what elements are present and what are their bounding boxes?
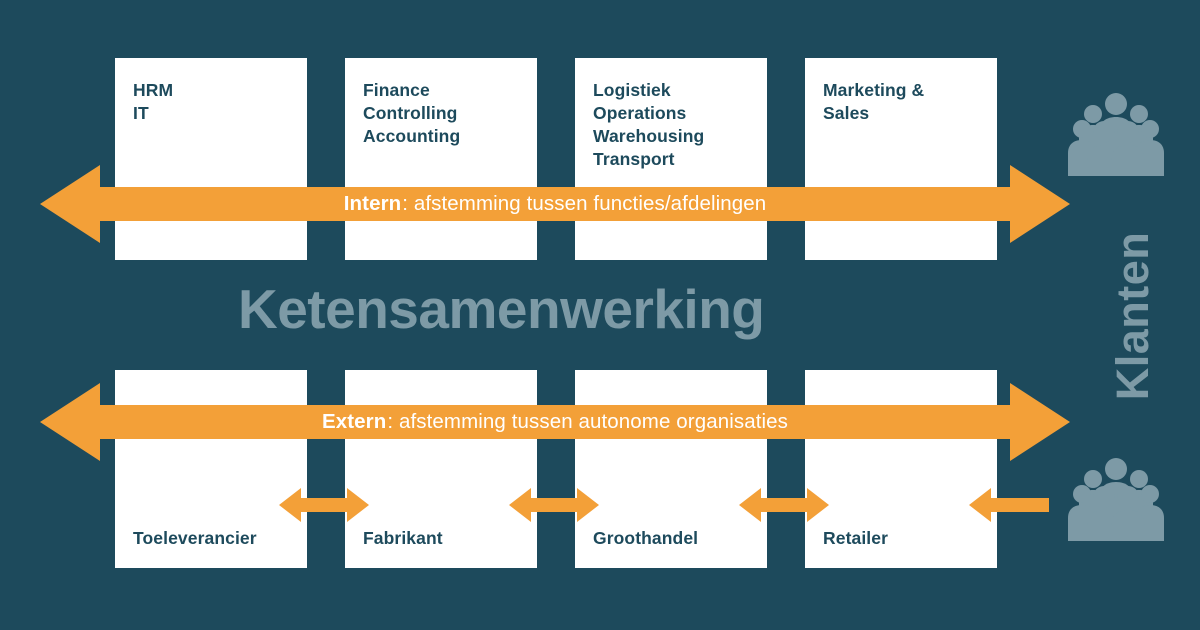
bottom-panel-4: Retailer [805, 370, 997, 568]
bottom-panel-2-text: Fabrikant [363, 528, 443, 548]
extern-arrow-shape [40, 383, 1070, 461]
page-title: Ketensamenwerking [238, 278, 765, 340]
top-panel-1: HRM IT [115, 58, 307, 260]
intern-arrow-shape [40, 165, 1070, 243]
connector-arrow-1-shape [279, 488, 369, 522]
bottom-panel-3: Groothandel [575, 370, 767, 568]
bottom-panel-1: Toeleverancier [115, 370, 307, 568]
people-group-icon-top-shape [1068, 93, 1164, 176]
bottom-panel-2: Fabrikant [345, 370, 537, 568]
top-panel-4: Marketing & Sales [805, 58, 997, 260]
connector-arrow-4-inbound [969, 482, 1049, 528]
extern-arrow: Extern: afstemming tussen autonome organ… [40, 383, 1070, 461]
connector-arrow-2 [509, 482, 599, 528]
top-panel-2-text: Finance Controlling Accounting [363, 80, 461, 146]
top-panel-1-text: HRM IT [133, 80, 174, 123]
connector-arrow-4-shape [969, 488, 1049, 522]
people-group-icon-bottom [1068, 457, 1164, 541]
connector-arrow-3-shape [739, 488, 829, 522]
bottom-panel-3-text: Groothandel [593, 528, 699, 548]
top-panel-3: Logistiek Operations Warehousing Transpo… [575, 58, 767, 260]
connector-arrow-3 [739, 482, 829, 528]
connector-arrow-1 [279, 482, 369, 528]
top-panel-3-text: Logistiek Operations Warehousing Transpo… [593, 80, 705, 169]
klanten-label: Klanten [1107, 231, 1158, 401]
top-panel-2: Finance Controlling Accounting [345, 58, 537, 260]
bottom-panel-1-text: Toeleverancier [133, 528, 257, 548]
people-group-icon-top [1068, 92, 1164, 176]
intern-arrow: Intern: afstemming tussen functies/afdel… [40, 165, 1070, 243]
people-group-icon-bottom-shape [1068, 458, 1164, 541]
top-panel-4-text: Marketing & Sales [823, 80, 925, 123]
bottom-panel-4-text: Retailer [823, 528, 888, 548]
connector-arrow-2-shape [509, 488, 599, 522]
